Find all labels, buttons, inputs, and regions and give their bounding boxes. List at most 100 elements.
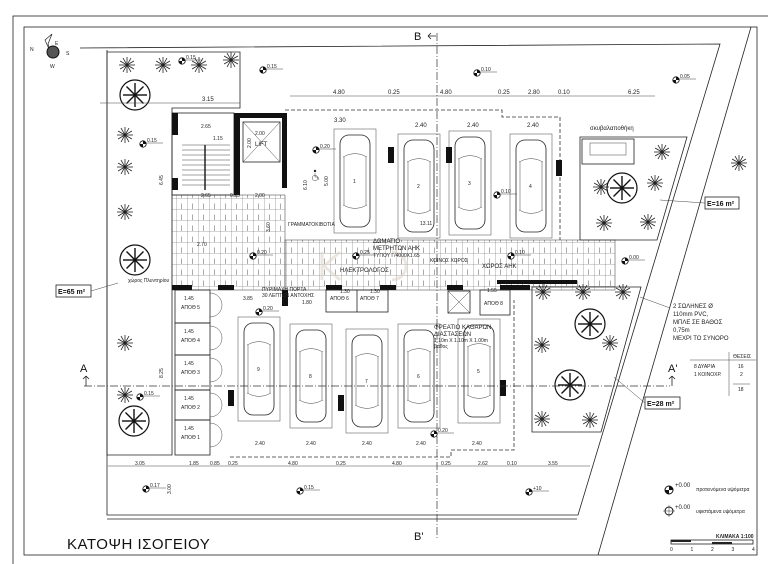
car-icon: [403, 139, 435, 233]
tree-icon: [119, 79, 151, 111]
dimension-label: 4.80: [288, 461, 298, 467]
garden-top-right: [579, 136, 688, 241]
level-marker: 0.10: [507, 250, 531, 260]
dimension-label: 2.70: [197, 242, 207, 248]
shrub-icon: [596, 215, 612, 231]
refuse-store-label: σκυβαλαποθήκη: [590, 125, 634, 132]
level-value: 0.10: [501, 189, 511, 195]
area-left: E=65 m²: [58, 289, 86, 296]
dimension-label: 0.85: [210, 461, 220, 467]
dimension-label: 1.55: [487, 288, 497, 294]
parking-space: 1: [333, 128, 377, 234]
level-value: 0.15: [186, 55, 196, 61]
dimension-label: 3.55: [548, 461, 558, 467]
garden-left: [106, 51, 241, 456]
shrub-icon: [647, 175, 663, 191]
car-number: 1: [353, 179, 356, 185]
dimension-label: 2.40: [467, 123, 479, 129]
shrub-icon: [534, 411, 550, 427]
pipe-note-line: ΜΕΧΡΙ ΤΟ ΣΥΝΟΡΟ: [673, 336, 729, 342]
sheet-frame: [12, 15, 768, 564]
dimension-label: 2.00: [255, 131, 265, 137]
scale-tick: 4: [752, 547, 755, 553]
manhole-label-1: ΦΡΕΑΤΙΟ ΚΑΘΑΡΩΝ: [434, 325, 491, 331]
car-icon: [454, 136, 486, 230]
meter-room-label-1: ΔΩΜΑΤΙΟ: [373, 239, 400, 245]
level-marker: 0.00: [621, 255, 645, 265]
car-icon: [463, 324, 495, 418]
shrub-icon: [615, 284, 631, 300]
parking-space: 2: [397, 133, 441, 239]
section-a-label: A: [80, 363, 88, 375]
car-icon: [403, 329, 435, 423]
level-value: 0.15: [267, 64, 277, 70]
table-total: 18: [738, 387, 744, 393]
section-b-label: B: [414, 31, 421, 43]
dimension-label: 2.65: [201, 124, 211, 130]
dimension-label: 0.10: [507, 461, 517, 467]
parking-space: 4: [509, 133, 553, 239]
dimension-label: 1.15: [213, 136, 223, 142]
dimension-label: 2.40: [416, 441, 426, 447]
storage-unit-label: ΑΠΟΘ 5: [181, 305, 200, 311]
dimension-label: 1.45: [184, 361, 194, 367]
dimension-label: 1.30: [340, 289, 350, 295]
dimension-label: 1.45: [184, 329, 194, 335]
storage-unit-label: ΑΠΟΘ 3: [181, 370, 200, 376]
compass-w: W: [50, 64, 55, 70]
page-title: ΚΑΤΟΨΗ ΙΣΟΓΕΙΟΥ: [67, 536, 210, 553]
shrub-icon: [535, 284, 551, 300]
laundry-label: χώρος Πλυντηρίου: [128, 277, 170, 284]
dimension-label: 8.25: [159, 368, 165, 378]
scale-tick: 1: [691, 547, 694, 553]
shrub-icon: [191, 57, 207, 73]
dimension-label: 6.10: [303, 180, 309, 190]
dimension-label: 4.80: [392, 461, 402, 467]
inner-frame: [23, 26, 758, 556]
storage-unit-label: ΑΠΟΘ 6: [330, 296, 349, 302]
aek-area-label: ΧΩΡΟΣ ΑΗΚ: [482, 264, 517, 270]
shrub-icon: [119, 57, 135, 73]
dimension-label: 0.10: [558, 90, 570, 96]
refuse-bins: [589, 142, 627, 156]
mailboxes-label: ΓΡΑΜΜΑΤΟΚΙΒΩΤΙΑ: [288, 222, 335, 228]
parking-table: ΘΕΣΕΙΣ 8 ΔΥΑΡΙΑ 16 1 ΚΟΙΝΟΧΡ. 2 18: [690, 352, 756, 396]
car-icon: [243, 322, 275, 416]
dimension-label: 2.40: [527, 123, 539, 129]
fire-door-label-1: ΠΥΡΙΜΑΧΗ ΠΟΡΤΑ: [262, 287, 307, 293]
legend: +0.00 προτεινόμενα υψόμετρα +0.00 υφιστά…: [663, 483, 749, 517]
level-marker: 0.20: [430, 428, 454, 438]
dimension-label: 3.15: [202, 97, 214, 103]
dimension-label: 1.45: [184, 296, 194, 302]
pipe-note-line: 2 ΣΩΛΗΝΕΣ Ø: [673, 304, 713, 310]
legend-label: υφιστάμενα υψόμετρα: [696, 508, 745, 515]
legend-value: +0.00: [675, 483, 691, 489]
table-cell: 16: [738, 364, 744, 370]
shrub-icon: [117, 127, 133, 143]
shrub-icon: [582, 412, 598, 428]
table-header: ΘΕΣΕΙΣ: [733, 354, 751, 360]
table-cell: 2: [740, 372, 743, 378]
compass-s: S: [66, 51, 70, 57]
table-cell: 1 ΚΟΙΝΟΧΡ.: [694, 372, 722, 378]
manhole: [447, 290, 471, 314]
road-edge: [597, 26, 752, 556]
pipe-note: 2 ΣΩΛΗΝΕΣ Ø 110mm PVC, ΜΠΛΕ ΣΕ ΒΑΘΟΣ 0,7…: [639, 296, 729, 342]
common-area-label: ΚΟΙΝΟΣ ΧΩΡΟΣ: [430, 258, 468, 264]
dimension-label: 4.80: [333, 90, 345, 96]
dimension-label: 0.25: [441, 461, 451, 467]
dimension-label: 3.60: [266, 222, 272, 232]
level-value: 0.20: [263, 306, 273, 312]
car-number: 3: [468, 181, 471, 187]
car-number: 2: [417, 184, 420, 190]
storage-unit-label: ΑΠΟΘ 4: [181, 338, 200, 344]
dimension-label: 5.00: [324, 176, 330, 186]
level-value: 0.15: [304, 485, 314, 491]
parking-space: 6: [397, 323, 441, 429]
level-marker: 0.10: [493, 189, 517, 199]
level-value: 0.20: [320, 144, 330, 150]
level-marker: 0.15: [136, 391, 160, 401]
level-marker: 0.20: [312, 144, 336, 154]
